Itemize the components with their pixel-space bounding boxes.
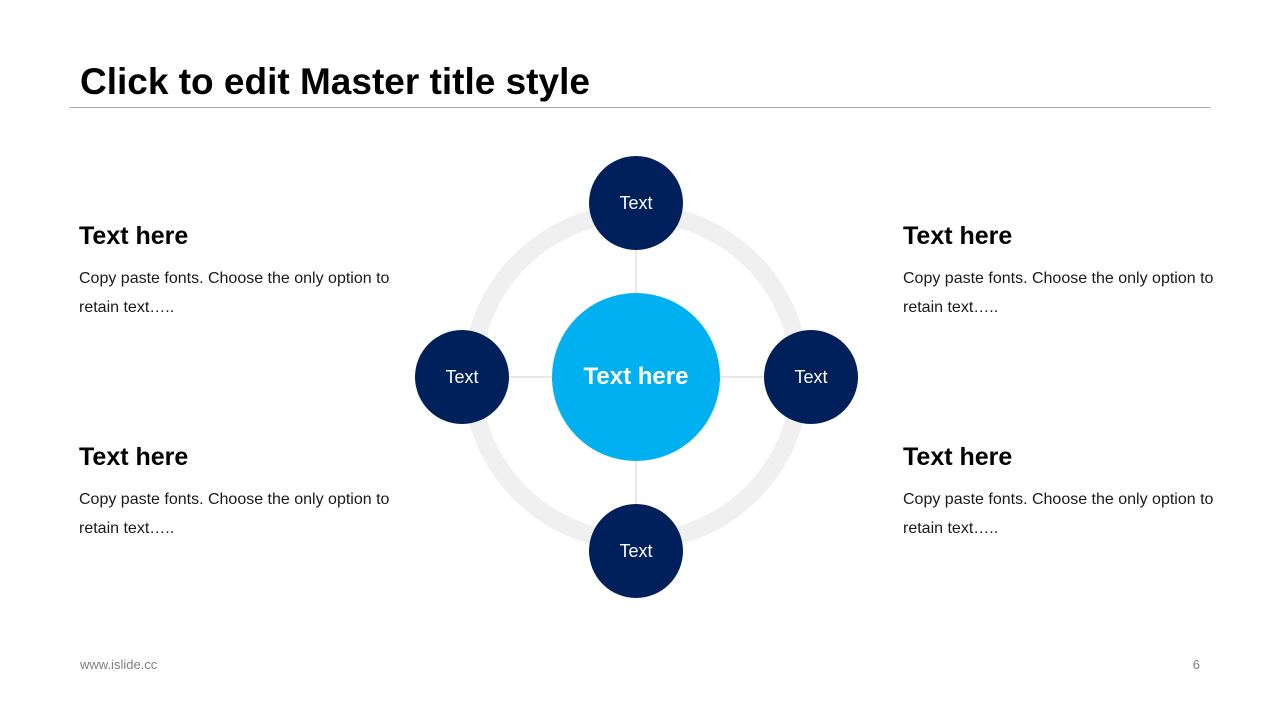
hub-diagram: Text Text Text Text Text here <box>400 140 880 620</box>
text-block-top-left: Text here Copy paste fonts. Choose the o… <box>79 221 399 322</box>
node-label: Text <box>445 366 479 387</box>
node-label: Text <box>794 366 828 387</box>
node-left: Text <box>415 330 509 424</box>
block-heading: Text here <box>79 443 189 471</box>
node-bottom: Text <box>589 504 683 598</box>
block-heading: Text here <box>79 222 189 250</box>
center-hub: Text here <box>552 293 720 461</box>
text-block-top-right: Text here Copy paste fonts. Choose the o… <box>903 221 1223 322</box>
block-heading: Text here <box>903 222 1013 250</box>
slide-title: Click to edit Master title style <box>80 61 590 102</box>
block-body: Copy paste fonts. Choose the only option… <box>903 270 1214 316</box>
text-block-bottom-left: Text here Copy paste fonts. Choose the o… <box>79 442 399 543</box>
block-heading: Text here <box>903 443 1013 471</box>
block-body: Copy paste fonts. Choose the only option… <box>903 491 1214 537</box>
text-block-bottom-right: Text here Copy paste fonts. Choose the o… <box>903 442 1223 543</box>
block-body: Copy paste fonts. Choose the only option… <box>79 491 390 537</box>
page-number: 6 <box>1192 657 1200 672</box>
node-right: Text <box>764 330 858 424</box>
node-top: Text <box>589 156 683 250</box>
node-label: Text <box>619 192 653 213</box>
block-body: Copy paste fonts. Choose the only option… <box>79 270 390 316</box>
footer-url: www.islide.cc <box>80 657 158 672</box>
node-label: Text <box>619 540 653 561</box>
center-hub-label: Text here <box>583 363 689 390</box>
title-divider <box>70 107 1210 108</box>
